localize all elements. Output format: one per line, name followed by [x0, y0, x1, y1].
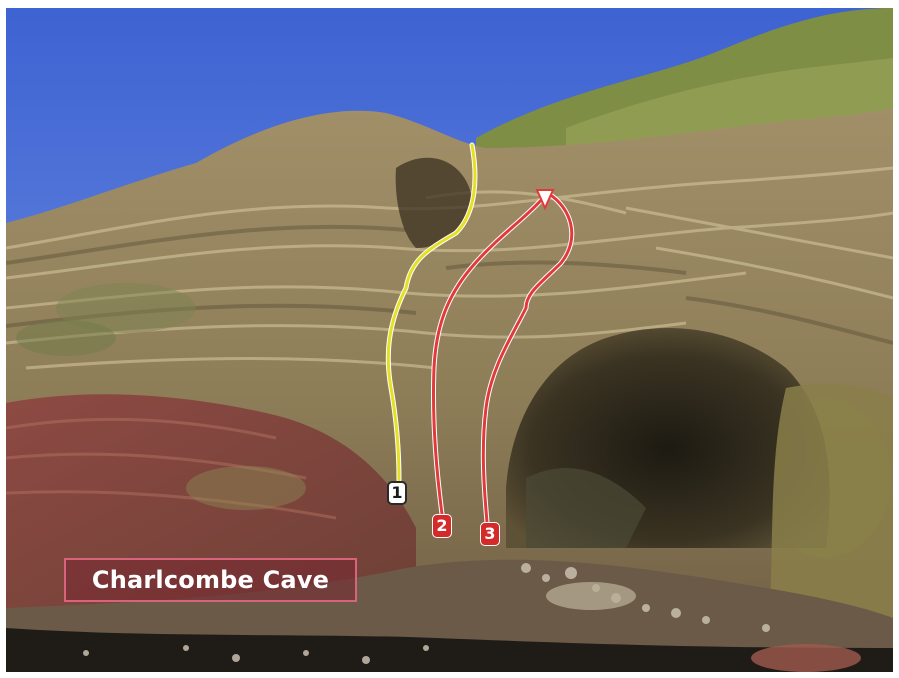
red-rock — [6, 394, 416, 608]
cliff-photo — [6, 8, 893, 672]
route-2-badge: 2 — [432, 514, 452, 538]
route-3-number: 3 — [484, 524, 496, 543]
route-1-number: 1 — [391, 483, 403, 502]
route-1-badge: 1 — [387, 481, 407, 505]
caption-box: Charlcombe Cave — [64, 558, 357, 602]
route-3-badge: 3 — [480, 522, 500, 546]
anchor-marker-icon — [535, 189, 555, 211]
route-2-number: 2 — [436, 516, 448, 535]
caption-title: Charlcombe Cave — [91, 566, 330, 594]
